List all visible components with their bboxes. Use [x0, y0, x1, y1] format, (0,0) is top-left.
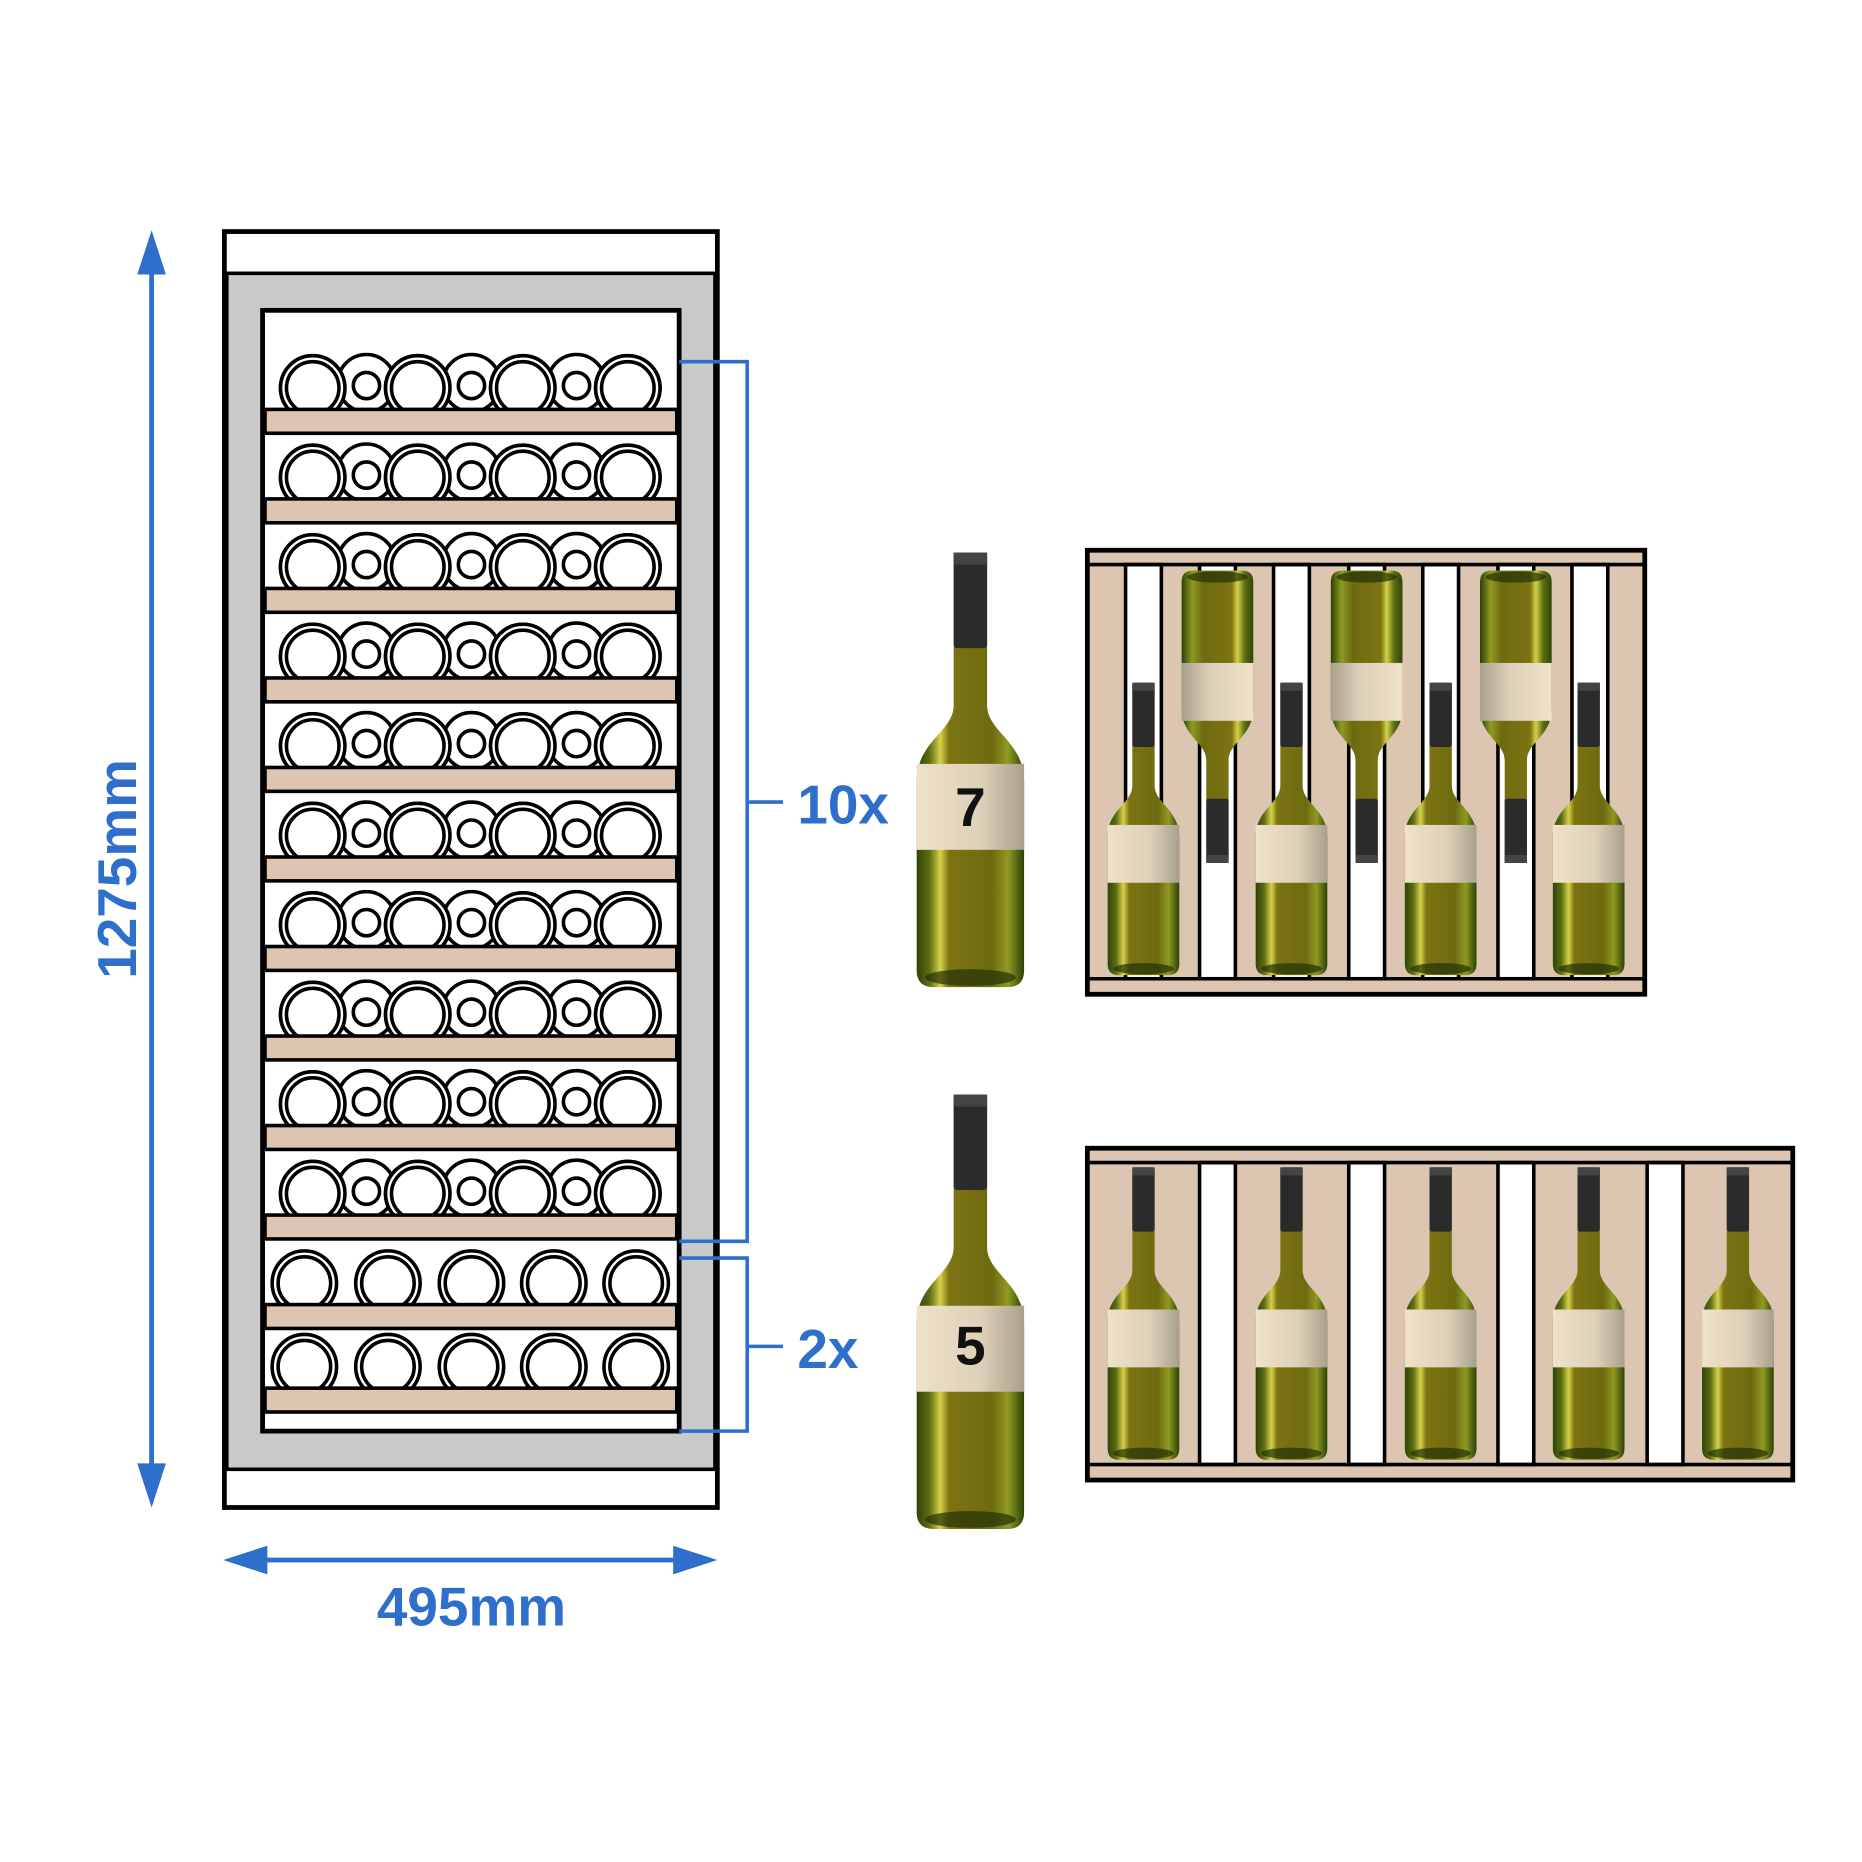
bottle-neck-icon	[351, 997, 382, 1028]
rack-slot	[1496, 1160, 1536, 1467]
width-arrow	[223, 1545, 718, 1575]
shelf-board	[263, 1302, 679, 1331]
cabinet-shelf	[263, 889, 679, 973]
bottle-icon	[916, 552, 1025, 988]
bottle-neck-icon	[456, 818, 487, 849]
bottle-neck-icon	[456, 997, 487, 1028]
bottle-neck-icon	[456, 1176, 487, 1207]
shelf-board	[263, 1213, 679, 1241]
bottle-neck-icon	[561, 460, 592, 490]
bottle-neck-icon	[351, 728, 382, 759]
bottle-neck-icon	[351, 549, 382, 580]
bottle-neck-icon	[561, 907, 592, 938]
cabinet-shelf	[263, 352, 679, 436]
bottle-icon	[916, 1094, 1025, 1529]
bottle-neck-icon	[561, 1176, 592, 1207]
bottle-neck-icon	[351, 370, 382, 401]
cabinet-shelf	[263, 710, 679, 794]
bottle-neck-icon	[456, 370, 487, 401]
bottle-neck-icon	[351, 1086, 382, 1117]
rack-slot	[1645, 1160, 1685, 1467]
shelf-board	[263, 497, 679, 525]
shelf-board	[263, 1123, 679, 1152]
bottle-neck-icon	[561, 639, 592, 670]
bottle-neck-icon	[351, 460, 382, 490]
rack-top-view-7	[1084, 547, 1648, 997]
rack-slot	[1346, 1160, 1387, 1467]
bracket-10x	[679, 359, 783, 1244]
rack-slot	[1197, 1160, 1238, 1467]
bracket-2x	[679, 1256, 783, 1433]
cabinet-shelf	[263, 621, 679, 704]
bottle-neck-icon	[561, 1086, 592, 1117]
cabinet-shelf	[263, 442, 679, 525]
bottle-neck-icon	[456, 639, 487, 670]
bottle-neck-icon	[561, 818, 592, 849]
cabinet	[222, 229, 720, 1510]
cabinet-shelf	[263, 531, 679, 615]
bottles-per-shelf-7: 7	[955, 776, 986, 838]
bottle-neck-icon	[561, 549, 592, 580]
shelf-board	[263, 1386, 679, 1414]
cabinet-shelf	[263, 1158, 679, 1241]
bottle-neck-icon	[351, 907, 382, 938]
bottle-neck-icon	[351, 639, 382, 670]
bottle-neck-icon	[456, 1086, 487, 1117]
shelf-board	[263, 586, 679, 615]
bottle-neck-icon	[561, 370, 592, 401]
shelves	[263, 352, 679, 1414]
shelf-board	[263, 676, 679, 704]
bottles-per-shelf-5: 5	[955, 1314, 986, 1376]
bottle-neck-icon	[456, 907, 487, 938]
cabinet-shelf	[263, 1068, 679, 1152]
rack-top-view-5	[1084, 1145, 1796, 1483]
shelf-board	[263, 765, 679, 794]
shelf-board	[263, 944, 679, 973]
bottle-neck-icon	[561, 997, 592, 1028]
height-arrow	[137, 230, 166, 1508]
cabinet-shelf	[263, 1249, 679, 1331]
height-label: 1275mm	[86, 759, 148, 979]
shelf-board	[263, 407, 679, 436]
bottle-neck-icon	[561, 728, 592, 759]
cabinet-shelf	[263, 1332, 679, 1414]
bottle-neck-icon	[456, 460, 487, 490]
shelf-board	[263, 1034, 679, 1062]
shelf-board	[263, 855, 679, 883]
group-count-10x: 10x	[797, 774, 889, 836]
bottle-neck-icon	[456, 549, 487, 580]
cabinet-shelf	[263, 979, 679, 1062]
width-label: 495mm	[377, 1576, 566, 1638]
bottle-neck-icon	[456, 728, 487, 759]
bottle-neck-icon	[351, 1176, 382, 1207]
cabinet-shelf	[263, 800, 679, 883]
bottle-neck-icon	[351, 818, 382, 849]
group-count-2x: 2x	[797, 1318, 859, 1380]
